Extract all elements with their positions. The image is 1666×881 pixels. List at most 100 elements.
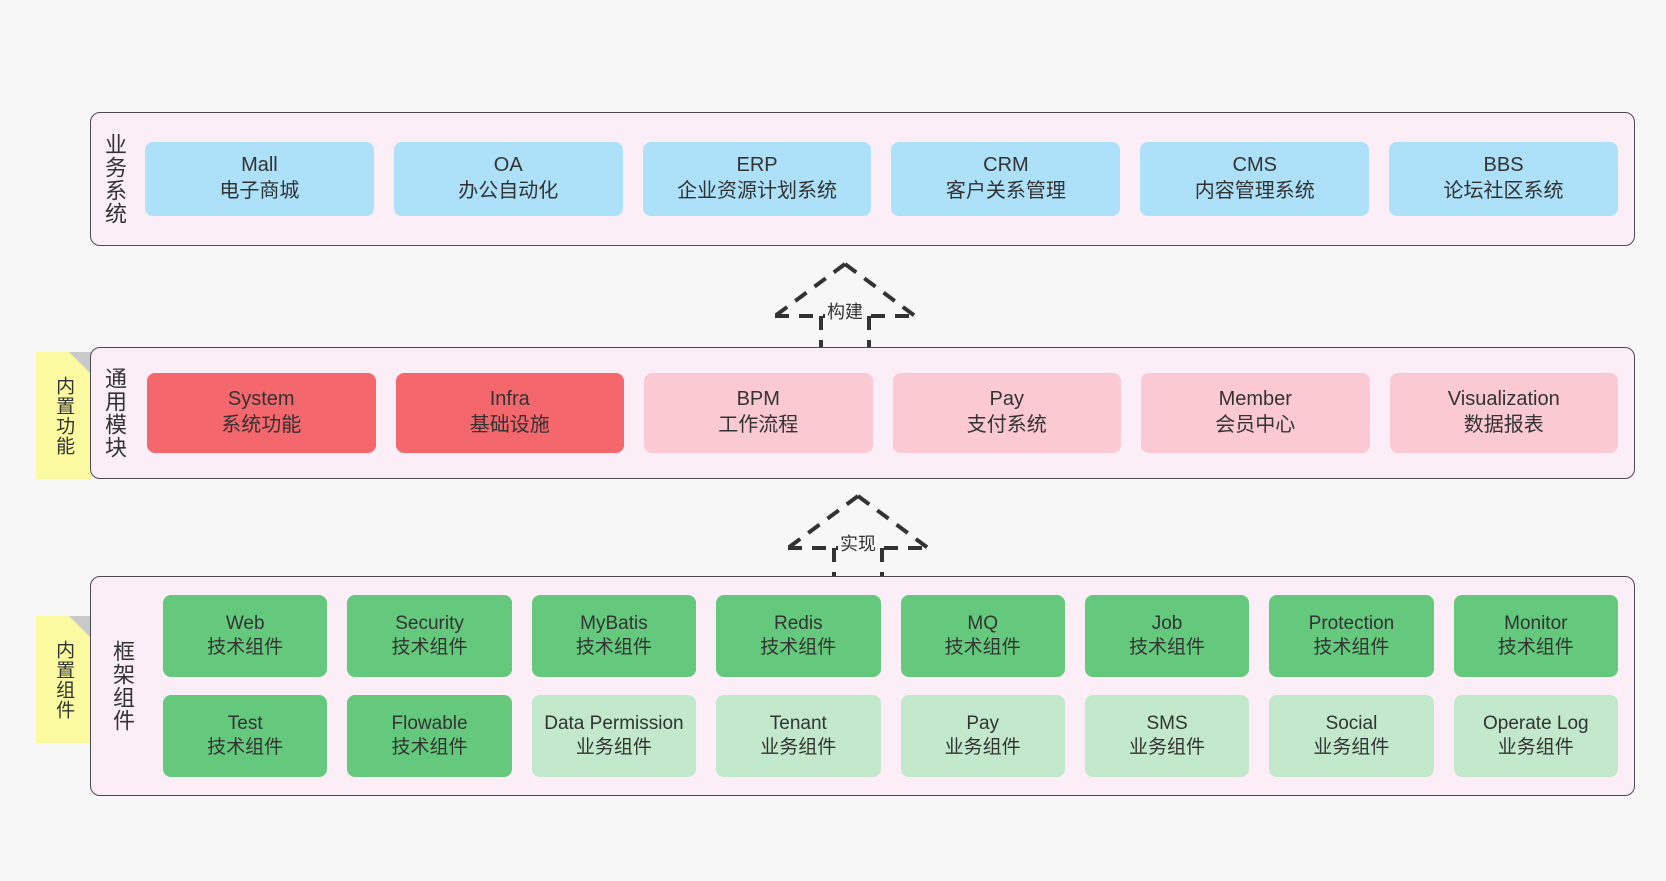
card-data-permission[interactable]: Data Permission 业务组件: [531, 695, 697, 777]
card-subtitle: 技术组件: [760, 637, 837, 658]
card-cms[interactable]: CMS 内容管理系统: [1140, 142, 1370, 216]
card-title: Member: [1218, 388, 1292, 411]
card-crm[interactable]: CRM 客户关系管理: [891, 142, 1121, 216]
card-subtitle: 系统功能: [221, 414, 302, 436]
card-subtitle: 业务组件: [944, 737, 1021, 758]
layer-title-business-system: 业务系统: [101, 133, 127, 225]
card-subtitle: 支付系统: [966, 414, 1047, 436]
card-grid-common-module: System 系统功能 Infra 基础设施 BPM 工作流程 Pay 支付系统…: [137, 348, 1634, 478]
card-title: System: [227, 388, 295, 411]
layer-title-common-module: 通用模块: [101, 367, 127, 459]
card-pay-business[interactable]: Pay 业务组件: [900, 695, 1065, 777]
card-tenant[interactable]: Tenant 业务组件: [716, 695, 881, 777]
connector-realize: 实现: [768, 490, 948, 590]
layer-common-module: 通用模块 System 系统功能 Infra 基础设施 BPM 工作流程 Pay…: [90, 347, 1635, 479]
card-title: BBS: [1483, 154, 1524, 177]
card-title: Test: [227, 712, 263, 734]
card-bbs[interactable]: BBS 论坛社区系统: [1389, 142, 1618, 216]
card-title: Infra: [489, 388, 530, 411]
card-title: MQ: [967, 612, 998, 634]
sticky-note-builtin-function: 内置功能: [36, 352, 91, 479]
card-pay[interactable]: Pay 支付系统: [892, 373, 1121, 453]
card-subtitle: 业务组件: [1313, 737, 1390, 758]
card-title: Redis: [774, 612, 823, 634]
card-title: Security: [395, 612, 464, 634]
card-protection[interactable]: Protection 技术组件: [1269, 595, 1434, 677]
card-title: Tenant: [769, 712, 827, 734]
card-subtitle: 业务组件: [1497, 737, 1574, 758]
sticky-note-label: 内置组件: [53, 639, 75, 720]
card-title: Pay: [966, 712, 1000, 734]
card-subtitle: 技术组件: [1313, 637, 1390, 658]
card-title: Flowable: [391, 712, 468, 734]
card-title: Mall: [241, 154, 278, 177]
card-social[interactable]: Social 业务组件: [1269, 695, 1434, 777]
card-subtitle: 数据报表: [1463, 414, 1544, 436]
card-subtitle: 技术组件: [207, 737, 284, 758]
card-visualization[interactable]: Visualization 数据报表: [1389, 373, 1618, 453]
card-title: Protection: [1308, 612, 1395, 634]
card-title: Web: [225, 612, 265, 634]
card-mall[interactable]: Mall 电子商城: [145, 142, 374, 216]
card-monitor[interactable]: Monitor 技术组件: [1453, 595, 1618, 677]
fold-corner-icon: [69, 616, 91, 638]
card-title: Job: [1151, 612, 1183, 634]
card-mybatis[interactable]: MyBatis 技术组件: [531, 595, 697, 677]
card-row: Test 技术组件 Flowable 技术组件 Data Permission …: [163, 695, 1618, 777]
card-title: Pay: [989, 388, 1024, 411]
card-row: Mall 电子商城 OA 办公自动化 ERP 企业资源计划系统 CRM 客户关系…: [145, 142, 1618, 216]
sticky-note-builtin-component: 内置组件: [36, 616, 91, 743]
card-flowable[interactable]: Flowable 技术组件: [347, 695, 512, 777]
card-title: BPM: [736, 388, 780, 411]
card-redis[interactable]: Redis 技术组件: [716, 595, 881, 677]
card-subtitle: 技术组件: [1129, 637, 1206, 658]
card-security[interactable]: Security 技术组件: [347, 595, 512, 677]
card-subtitle: 业务组件: [575, 737, 652, 758]
card-subtitle: 业务组件: [1129, 737, 1206, 758]
card-title: Visualization: [1447, 388, 1560, 411]
card-subtitle: 论坛社区系统: [1443, 180, 1564, 202]
card-subtitle: 工作流程: [718, 414, 799, 436]
card-subtitle: 技术组件: [391, 637, 468, 658]
card-web[interactable]: Web 技术组件: [163, 595, 328, 677]
card-subtitle: 技术组件: [944, 637, 1021, 658]
card-subtitle: 内容管理系统: [1194, 180, 1315, 202]
card-subtitle: 企业资源计划系统: [677, 180, 838, 202]
card-row: Web 技术组件 Security 技术组件 MyBatis 技术组件 Redi…: [163, 595, 1618, 677]
card-title: OA: [493, 154, 523, 177]
sticky-note-label: 内置功能: [53, 375, 75, 456]
card-test[interactable]: Test 技术组件: [163, 695, 328, 777]
card-subtitle: 基础设施: [469, 414, 550, 436]
card-title: CMS: [1232, 154, 1277, 177]
card-oa[interactable]: OA 办公自动化: [393, 142, 623, 216]
card-subtitle: 会员中心: [1215, 414, 1296, 436]
card-operate-log[interactable]: Operate Log 业务组件: [1453, 695, 1618, 777]
card-member[interactable]: Member 会员中心: [1141, 373, 1370, 453]
layer-framework-component: 框架组件 Web 技术组件 Security 技术组件 MyBatis 技术组件…: [90, 576, 1635, 796]
card-job[interactable]: Job 技术组件: [1084, 595, 1250, 677]
card-mq[interactable]: MQ 技术组件: [900, 595, 1065, 677]
card-title: Monitor: [1504, 612, 1568, 634]
card-infra[interactable]: Infra 基础设施: [395, 373, 624, 453]
card-sms[interactable]: SMS 业务组件: [1084, 695, 1250, 777]
connector-build: 构建: [755, 258, 935, 358]
card-subtitle: 客户关系管理: [945, 180, 1066, 202]
card-bpm[interactable]: BPM 工作流程: [644, 373, 873, 453]
card-subtitle: 技术组件: [575, 637, 652, 658]
card-erp[interactable]: ERP 企业资源计划系统: [642, 142, 872, 216]
fold-corner-icon: [69, 352, 91, 374]
card-title: Operate Log: [1482, 712, 1589, 734]
card-title: Social: [1325, 712, 1378, 734]
card-title: ERP: [736, 154, 778, 177]
card-grid-framework-component: Web 技术组件 Security 技术组件 MyBatis 技术组件 Redi…: [153, 577, 1634, 795]
connector-realize-label: 实现: [838, 530, 878, 556]
card-grid-business-system: Mall 电子商城 OA 办公自动化 ERP 企业资源计划系统 CRM 客户关系…: [137, 113, 1634, 245]
card-system[interactable]: System 系统功能: [147, 373, 376, 453]
card-subtitle: 技术组件: [391, 737, 468, 758]
card-subtitle: 业务组件: [760, 737, 837, 758]
card-title: CRM: [983, 154, 1029, 177]
card-title: Data Permission: [544, 712, 684, 734]
card-row: System 系统功能 Infra 基础设施 BPM 工作流程 Pay 支付系统…: [147, 373, 1618, 453]
connector-build-label: 构建: [825, 298, 865, 324]
